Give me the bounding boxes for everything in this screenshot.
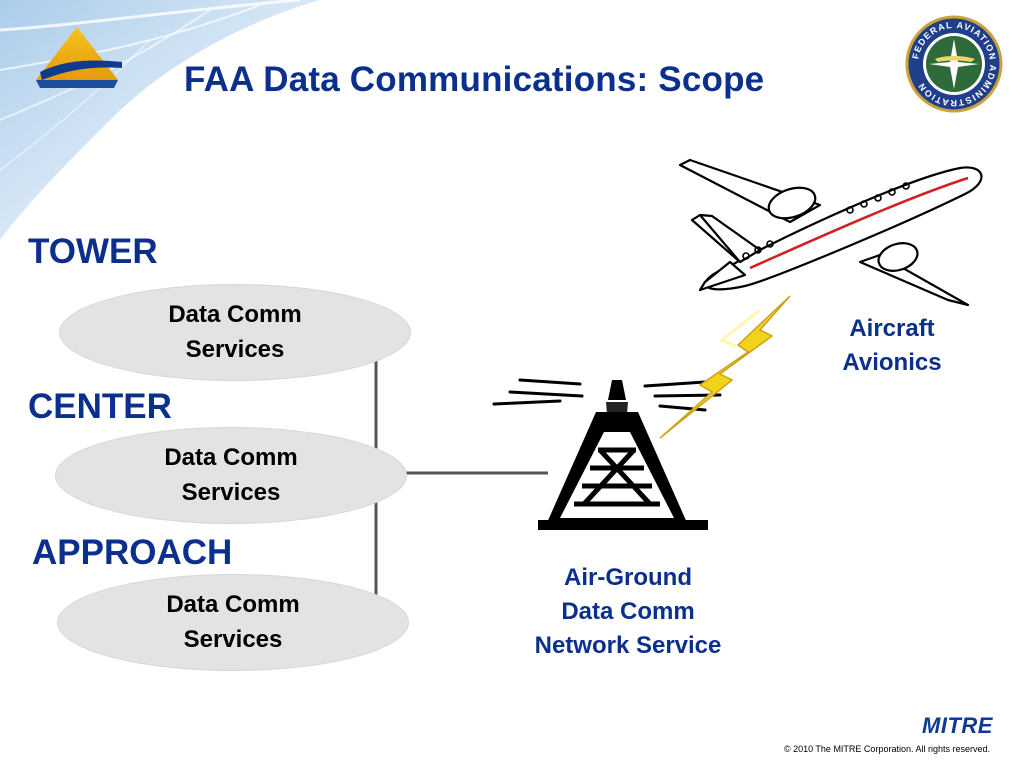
faa-wing-logo	[36, 27, 122, 88]
faa-seal-icon: FEDERAL AVIATION ADMINISTRATION	[905, 15, 1003, 113]
service-line-2: Services	[181, 478, 281, 506]
air-ground-network-label: Air-Ground Data Comm Network Service	[508, 561, 748, 663]
lightning-bolt-icon	[659, 295, 791, 439]
service-line-1: Data Comm	[166, 591, 300, 619]
service-oval-center: Data Comm Services	[55, 427, 407, 524]
service-oval-approach: Data Comm Services	[57, 574, 409, 671]
facility-label-tower: TOWER	[28, 232, 158, 271]
ground-label-line-1: Air-Ground	[564, 564, 692, 591]
service-line-2: Services	[183, 625, 283, 653]
service-line-2: Services	[185, 335, 285, 363]
service-line-1: Data Comm	[168, 301, 302, 329]
aircraft-label-line-1: Aircraft	[849, 315, 935, 342]
service-oval-tower: Data Comm Services	[59, 284, 411, 381]
radio-tower-icon	[492, 378, 722, 530]
facility-label-approach: APPROACH	[32, 533, 233, 572]
airplane-icon	[678, 158, 983, 307]
page-title: FAA Data Communications: Scope	[184, 60, 765, 99]
ground-label-line-3: Network Service	[534, 632, 722, 660]
mitre-logo: MITRE	[922, 713, 993, 738]
facility-label-center: CENTER	[28, 387, 172, 426]
aircraft-label-line-2: Avionics	[842, 349, 942, 377]
copyright-notice: © 2010 The MITRE Corporation. All rights…	[783, 744, 990, 754]
service-line-1: Data Comm	[164, 444, 298, 472]
aircraft-avionics-label: Aircraft Avionics	[822, 312, 962, 380]
ground-label-line-2: Data Comm	[561, 598, 695, 626]
